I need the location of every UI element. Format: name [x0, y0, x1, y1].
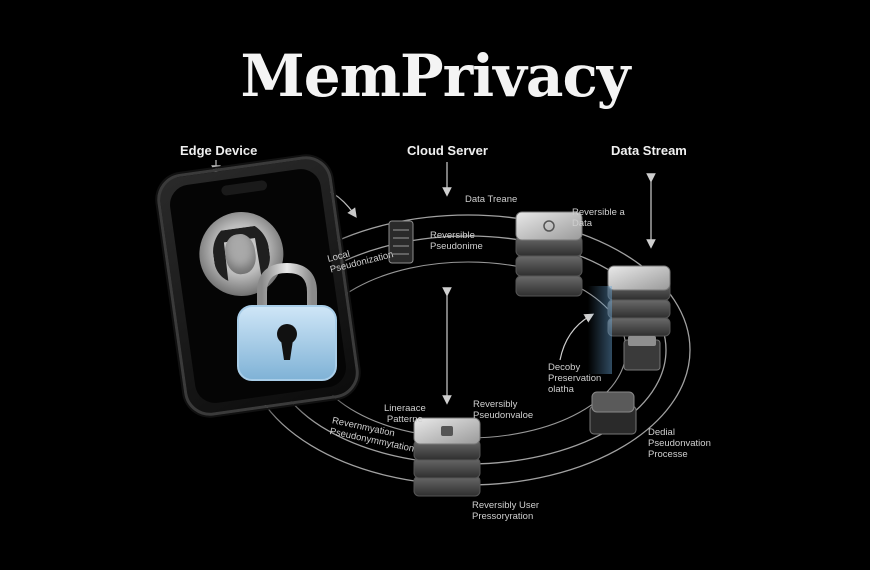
label-reversibly-pseudonvaloe: Reversibly Pseudonvaloe: [473, 399, 533, 421]
label-lineraace-patterne: Lineraace Patterne: [384, 403, 426, 425]
phone-notch: [220, 179, 268, 197]
return-arrow-icon: [559, 313, 595, 361]
label-text: Reversibly User Pressoryration: [472, 500, 540, 522]
label-text: Reversibly Pseudonvaloe: [473, 399, 534, 421]
label-text: Decoby Preservation olatha: [548, 362, 602, 395]
edge-device-header: Edge Device: [180, 143, 258, 158]
label-reversible-data: Reversible a Data: [572, 207, 625, 229]
server-stack-icon-top: [515, 211, 583, 297]
data-stream-header: Data Stream: [611, 143, 687, 158]
label-data-treane: Data Treane: [465, 194, 518, 205]
data-cylinder-icon: [388, 220, 414, 264]
label-reversible-pseudonime: Reversible Pseudonime: [430, 230, 483, 252]
label-reversibly-user: Reversibly User Pressoryration: [472, 500, 539, 522]
label-text: Reversible a Data: [572, 207, 625, 229]
server-stack-icon-right: [607, 265, 671, 337]
server-stack-icon-bottom: [413, 417, 481, 497]
label-text: Lineraace Patterne: [384, 403, 426, 425]
data-stream-glow: [588, 286, 612, 374]
small-module-icon: [623, 336, 661, 371]
cloud-server-header: Cloud Server: [407, 143, 488, 158]
label-text: Dedial Pseudonvation Processe: [648, 427, 711, 460]
flat-tile-icon: [589, 391, 637, 435]
lock-icon: [237, 262, 337, 381]
label-decoby-preservation: Decoby Preservation olatha: [548, 362, 601, 395]
label-text: Reversible Pseudonime: [430, 230, 483, 252]
page-title: MemPrivacy: [240, 42, 631, 110]
label-dedial-pseudonvation: Dedial Pseudonvation Processe: [648, 427, 711, 460]
